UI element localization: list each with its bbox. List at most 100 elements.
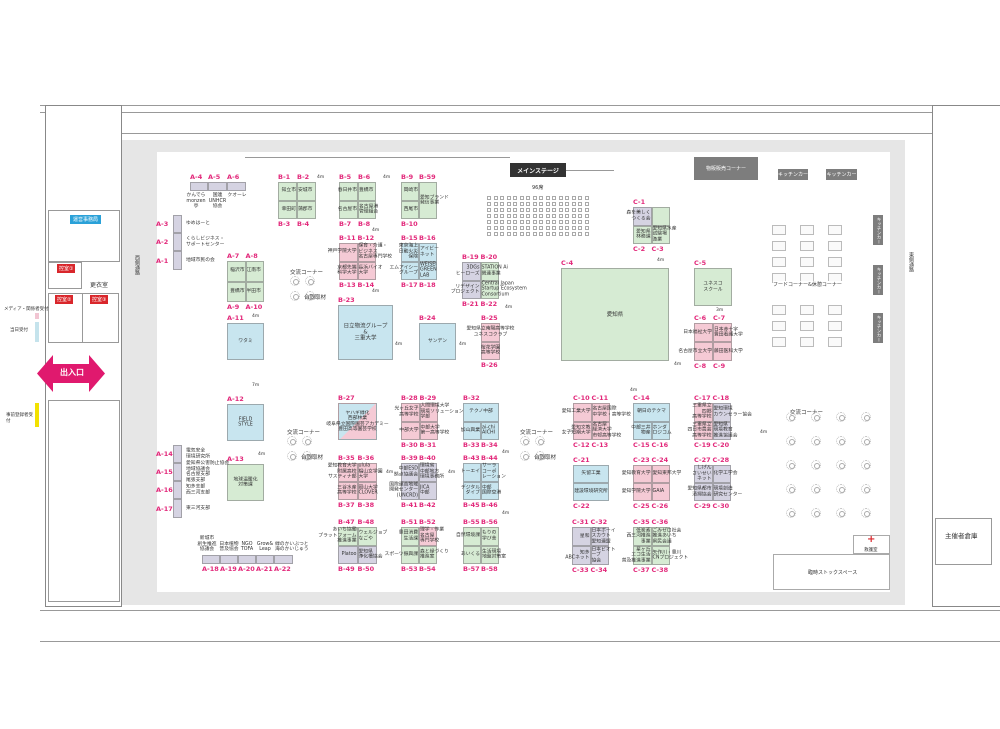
booth-a-11[interactable] xyxy=(227,323,264,360)
booth-b-42[interactable] xyxy=(419,481,437,500)
booth-b-5[interactable] xyxy=(339,182,358,201)
booth-a-16[interactable] xyxy=(173,481,182,499)
booth-b-6[interactable] xyxy=(358,182,376,201)
kitchen-car-2[interactable]: キッチンカー xyxy=(826,169,857,180)
booth-a-15[interactable] xyxy=(173,463,182,481)
booth-c-13[interactable] xyxy=(591,421,610,440)
booth-c-21[interactable] xyxy=(573,465,609,483)
booth-b-49[interactable] xyxy=(338,545,358,564)
booth-b-31[interactable] xyxy=(419,421,438,440)
booth-a-4[interactable] xyxy=(190,182,208,191)
booth-a-20[interactable] xyxy=(238,555,256,564)
booth-b-59[interactable] xyxy=(419,182,437,219)
booth-c-5[interactable] xyxy=(694,268,732,306)
booth-b-19[interactable] xyxy=(462,262,481,281)
booth-c-15[interactable] xyxy=(633,421,652,440)
booth-a-12[interactable] xyxy=(227,404,264,441)
booth-c-2[interactable] xyxy=(633,225,652,244)
booth-c-32[interactable] xyxy=(590,527,609,546)
booth-b-28[interactable] xyxy=(401,403,420,422)
booth-c-6[interactable] xyxy=(694,323,713,342)
booth-b-54[interactable] xyxy=(419,545,437,564)
booth-c-17[interactable] xyxy=(694,403,713,422)
booth-c-26[interactable] xyxy=(651,483,670,501)
booth-c-24[interactable] xyxy=(651,465,670,483)
booth-b-32[interactable] xyxy=(463,403,499,422)
booth-a-14[interactable] xyxy=(173,445,182,463)
booth-c-1[interactable] xyxy=(633,207,652,226)
booth-c-4[interactable] xyxy=(561,268,669,361)
booth-b-20[interactable] xyxy=(480,262,499,281)
booth-b-53[interactable] xyxy=(401,545,419,564)
booth-b-22[interactable] xyxy=(480,280,499,299)
booth-b-11[interactable] xyxy=(339,243,358,262)
booth-c-34[interactable] xyxy=(590,546,609,565)
booth-a-18[interactable] xyxy=(202,555,220,564)
booth-c-20[interactable] xyxy=(712,421,731,440)
booth-b-7[interactable] xyxy=(339,200,358,219)
booth-b-24[interactable] xyxy=(419,323,456,360)
booth-b-46[interactable] xyxy=(481,481,499,500)
booth-b-55[interactable] xyxy=(463,527,481,546)
booth-b-27[interactable] xyxy=(338,403,377,440)
booth-b-52[interactable] xyxy=(419,527,437,546)
booth-b-58[interactable] xyxy=(481,545,499,564)
booth-b-9[interactable] xyxy=(401,182,419,201)
booth-c-28[interactable] xyxy=(712,465,731,483)
booth-c-27[interactable] xyxy=(694,465,713,483)
booth-c-38[interactable] xyxy=(651,546,670,565)
booth-a-10[interactable] xyxy=(245,281,264,302)
booth-b-36[interactable] xyxy=(357,463,377,482)
booth-c-36[interactable] xyxy=(651,527,670,546)
booth-b-41[interactable] xyxy=(401,481,419,500)
booth-b-48[interactable] xyxy=(357,527,377,546)
booth-a-8[interactable] xyxy=(245,261,264,282)
booth-a-2[interactable] xyxy=(173,233,182,251)
booth-c-33[interactable] xyxy=(572,546,591,565)
booth-c-30[interactable] xyxy=(712,483,731,501)
booth-c-14[interactable] xyxy=(633,403,670,422)
booth-a-19[interactable] xyxy=(220,555,238,564)
booth-c-25[interactable] xyxy=(633,483,652,501)
booth-b-40[interactable] xyxy=(419,463,437,482)
booth-b-37[interactable] xyxy=(338,481,358,500)
main-stage[interactable]: メインステージ xyxy=(510,163,566,177)
booth-b-35[interactable] xyxy=(338,463,358,482)
booth-b-26[interactable] xyxy=(481,341,500,360)
booth-b-25[interactable] xyxy=(481,323,500,342)
booth-a-5[interactable] xyxy=(208,182,227,191)
booth-c-19[interactable] xyxy=(694,421,713,440)
booth-b-44[interactable] xyxy=(481,463,499,482)
booth-c-12[interactable] xyxy=(573,421,592,440)
booth-b-39[interactable] xyxy=(401,463,419,482)
booth-a-6[interactable] xyxy=(227,182,246,191)
booth-b-16[interactable] xyxy=(419,243,437,262)
booth-a-1[interactable] xyxy=(173,251,182,270)
booth-c-23[interactable] xyxy=(633,465,652,483)
booth-b-13[interactable] xyxy=(339,261,358,280)
booth-b-34[interactable] xyxy=(481,421,499,440)
booth-b-15[interactable] xyxy=(401,243,419,262)
booth-c-3[interactable] xyxy=(651,225,670,244)
booth-c-29[interactable] xyxy=(694,483,713,501)
booth-b-14[interactable] xyxy=(357,261,376,280)
booth-a-13[interactable] xyxy=(227,464,264,501)
booth-b-23[interactable] xyxy=(338,305,393,360)
booth-b-4[interactable] xyxy=(297,200,316,219)
booth-c-16[interactable] xyxy=(651,421,670,440)
booth-b-30[interactable] xyxy=(401,421,420,440)
booth-b-8[interactable] xyxy=(358,200,376,219)
booth-b-56[interactable] xyxy=(481,527,499,546)
booth-b-12[interactable] xyxy=(357,243,376,262)
booth-b-10[interactable] xyxy=(401,200,419,219)
booth-c-31[interactable] xyxy=(572,527,591,546)
booth-b-29[interactable] xyxy=(419,403,438,422)
booth-b-3[interactable] xyxy=(278,200,297,219)
sales-corner[interactable]: 物販販売コーナー xyxy=(694,157,758,180)
booth-c-7[interactable] xyxy=(713,323,732,342)
booth-b-45[interactable] xyxy=(463,481,481,500)
booth-a-9[interactable] xyxy=(227,281,246,302)
booth-c-8[interactable] xyxy=(694,342,713,361)
booth-c-11[interactable] xyxy=(591,403,610,422)
booth-c-10[interactable] xyxy=(573,403,592,422)
